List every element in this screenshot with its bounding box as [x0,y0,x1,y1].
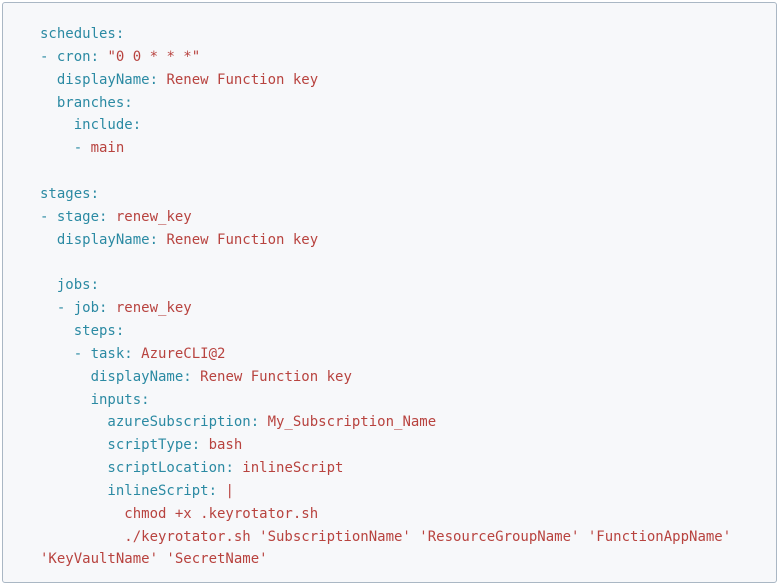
code-line: stages: [40,183,731,206]
code-token-punct: : [115,26,125,42]
code-line: displayName: Renew Function key [40,366,731,389]
code-token-punct: : [183,368,201,385]
code-token-key: inlineScript [40,482,209,499]
code-token-key: branches [40,94,125,111]
code-token-value: chmod +x .keyrotator.sh [40,505,319,522]
code-line: - main [40,137,731,160]
code-line: inputs: [40,389,731,412]
code-token-punct: : [208,482,226,499]
code-token-key: displayName [40,368,184,385]
code-token-key: scriptLocation [40,460,226,477]
code-token-value: AzureCLI@2 [141,345,226,362]
code-line: - task: AzureCLI@2 [40,343,731,366]
code-token-punct: : [99,300,116,317]
code-line [40,160,731,183]
code-token-key: jobs [40,277,91,294]
code-token-value: "0 0 * * *" [107,48,201,65]
code-line: displayName: Renew Function key [40,69,731,92]
code-token-punct: : [124,345,142,362]
code-line [40,251,731,274]
code-token-punct: : [191,437,209,454]
code-token-key: include [40,117,133,134]
code-token-punct: : [115,322,125,339]
code-token-punct: - [40,208,57,225]
code-token-punct: : [225,460,243,477]
code-token-punct: : [149,231,167,248]
code-token-value: | [225,482,234,499]
code-line: scriptType: bash [40,434,731,457]
code-token-punct: - [40,140,91,157]
code-line: scriptLocation: inlineScript [40,457,731,480]
code-token-punct: : [250,414,268,431]
code-token-key: task [90,345,125,362]
code-token-value: ./keyrotator.sh 'SubscriptionName' 'Reso… [40,528,732,545]
code-line: branches: [40,92,731,115]
code-token-punct: : [124,94,133,111]
code-token-punct: : [90,48,108,65]
code-line: chmod +x .keyrotator.sh [40,503,731,526]
code-line: - cron: "0 0 * * *" [40,46,731,69]
code-token-value: Renew Function key [200,368,352,385]
code-token-key: displayName [40,71,150,88]
code-token-punct: - [40,345,91,362]
yaml-code: schedules:- cron: "0 0 * * *" displayNam… [40,23,731,571]
code-line: steps: [40,320,731,343]
code-token-punct: : [90,277,100,294]
code-line: azureSubscription: My_Subscription_Name [40,411,731,434]
code-line: inlineScript: | [40,480,731,503]
code-token-key: azureSubscription [40,414,251,431]
code-token-punct: : [141,391,150,408]
code-token-key: steps [40,322,116,339]
code-token-key: scriptType [40,437,192,454]
code-token-key: displayName [40,231,150,248]
code-line: ./keyrotator.sh 'SubscriptionName' 'Reso… [40,526,731,549]
code-token-value: My_Subscription_Name [267,414,437,431]
code-token-key: cron [56,48,91,65]
code-line: - stage: renew_key [40,206,731,229]
code-token-key: job [73,300,100,317]
code-token-key: schedules [40,26,116,42]
code-token-key: stage [56,208,100,225]
code-token-punct: : [149,71,167,88]
code-token-value: Renew Function key [166,231,319,248]
code-token-key: inputs [40,391,142,408]
code-token-value: main [90,140,125,157]
code-token-value: Renew Function key [166,71,319,88]
code-token-value: renew_key [115,300,192,317]
code-token-key: stages [40,185,91,202]
code-token-punct: - [40,300,74,317]
code-token-value: bash [208,437,243,454]
code-line: - job: renew_key [40,297,731,320]
code-token-value: inlineScript [242,460,344,477]
code-token-punct: : [132,117,142,134]
code-token-value: 'KeyVaultName' 'SecretName' [40,551,268,568]
code-token-punct: - [40,48,57,65]
code-token-punct: : [99,208,116,225]
code-token-punct: : [90,185,100,202]
code-line: jobs: [40,274,731,297]
code-line: schedules: [40,23,731,46]
code-token-value: renew_key [115,208,192,225]
code-line: displayName: Renew Function key [40,229,731,252]
code-line: include: [40,114,731,137]
code-line: 'KeyVaultName' 'SecretName' [40,548,731,571]
